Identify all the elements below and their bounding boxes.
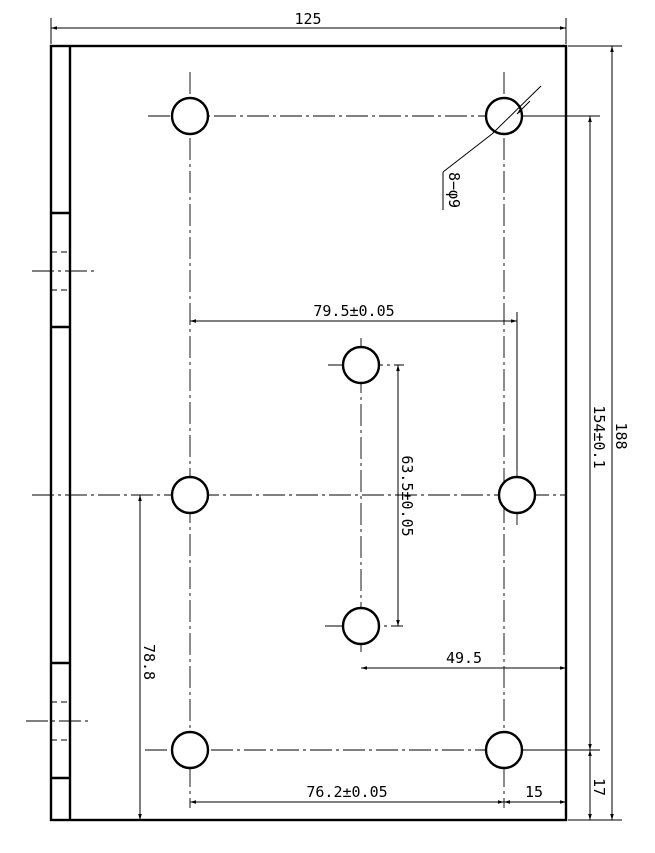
dim-center-to-right: 49.5 [361, 649, 566, 670]
dim-overall-height-label: 188 [612, 422, 630, 449]
hole-bottom-left [170, 730, 210, 770]
dim-center-hole-spacing: 63.5±0.05 [396, 365, 416, 626]
side-holes-hidden [26, 251, 98, 741]
hole-bottom-right [484, 730, 524, 770]
dim-upper-hole-spacing-label: 79.5±0.05 [313, 302, 394, 320]
dim-lower-hole-spacing-label: 76.2±0.05 [306, 783, 387, 801]
dim-left-hole-height: 78.8 [138, 495, 158, 820]
dim-overall-height: 188 [568, 45, 630, 821]
hole-center-lower [341, 606, 381, 646]
dim-bottom-offset-label: 17 [590, 778, 608, 796]
plate-outline [49, 44, 568, 822]
holes [170, 96, 537, 770]
dim-hole-pitch-vertical: 154±0.1 17 [522, 115, 608, 820]
hole-center-upper [341, 345, 381, 385]
dim-right-edge-offset-label: 15 [525, 783, 543, 801]
dim-left-hole-height-label: 78.8 [140, 644, 158, 680]
hole-callout: 8−φ9 [442, 85, 542, 210]
dim-overall-width-label: 125 [294, 10, 321, 28]
hole-mid-left [170, 475, 210, 515]
hole-callout-label: 8−φ9 [445, 172, 463, 208]
centerlines [32, 72, 565, 808]
dim-lower-hole-spacing: 76.2±0.05 15 [190, 783, 566, 804]
hole-top-left [170, 96, 210, 136]
hole-top-right [484, 96, 524, 136]
dim-center-hole-spacing-label: 63.5±0.05 [398, 455, 416, 536]
dim-center-to-right-label: 49.5 [446, 649, 482, 667]
dim-overall-width: 125 [50, 10, 567, 44]
dim-upper-hole-spacing: 79.5±0.05 [190, 302, 518, 470]
dim-hole-pitch-vertical-label: 154±0.1 [590, 405, 608, 468]
hole-mid-right [497, 475, 537, 515]
